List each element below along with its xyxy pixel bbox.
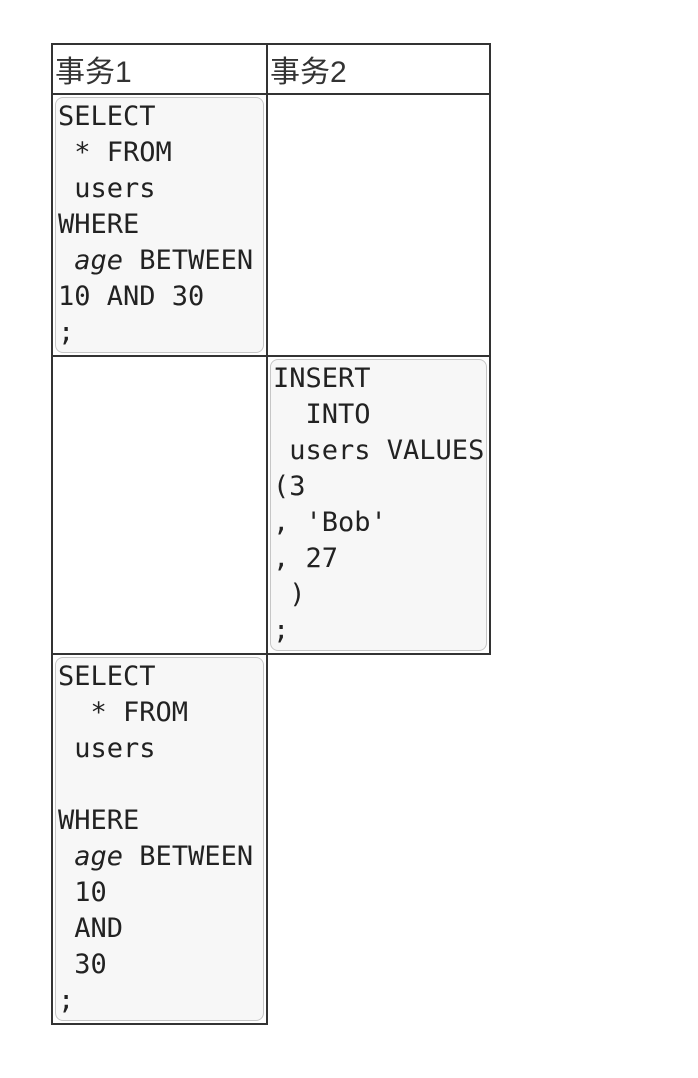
code-line: WHERE — [58, 209, 140, 240]
code-line: ; — [58, 985, 75, 1016]
code-line: AND — [58, 913, 124, 944]
code-line: users — [58, 733, 156, 764]
code-line: * FROM — [58, 697, 189, 728]
code-line: (3 — [273, 471, 306, 502]
code-line: INSERT — [273, 363, 371, 394]
code-line: * FROM — [58, 137, 172, 168]
header-row: 事务1 事务2 — [51, 43, 492, 95]
column-header-txn2: 事务2 — [265, 43, 492, 95]
code-line: 30 — [58, 949, 107, 980]
code-line: INTO — [273, 399, 371, 430]
code-line — [58, 767, 261, 803]
code-line: age BETWEEN — [74, 841, 254, 872]
code-line: , 'Bob' — [273, 507, 387, 538]
cell-txn2-step2: INSERT INTO users VALUES (3 , 'Bob' , 27 ); — [265, 355, 492, 655]
cell-txn2-step1-empty — [265, 93, 492, 357]
code-line: SELECT — [58, 101, 156, 132]
code-line: users — [58, 173, 156, 204]
sql-code-block-txn2-insert: INSERT INTO users VALUES (3 , 'Bob' , 27 ); — [270, 359, 488, 651]
code-line: , 27 — [273, 543, 339, 574]
code-line: users VALUES — [273, 435, 485, 466]
code-line: ; — [273, 615, 290, 646]
code-line: SELECT — [58, 661, 156, 692]
code-line: age BETWEEN — [74, 245, 254, 276]
code-line: 10 AND 30 — [58, 281, 205, 312]
cell-txn1-step2-empty — [51, 355, 268, 655]
table-row: INSERT INTO users VALUES (3 , 'Bob' , 27 ); — [51, 355, 492, 655]
code-line: 10 — [58, 877, 107, 908]
code-line: WHERE — [58, 805, 140, 836]
code-line: ; — [58, 317, 75, 348]
column-header-txn1: 事务1 — [51, 43, 268, 95]
code-line: ) — [273, 579, 306, 610]
